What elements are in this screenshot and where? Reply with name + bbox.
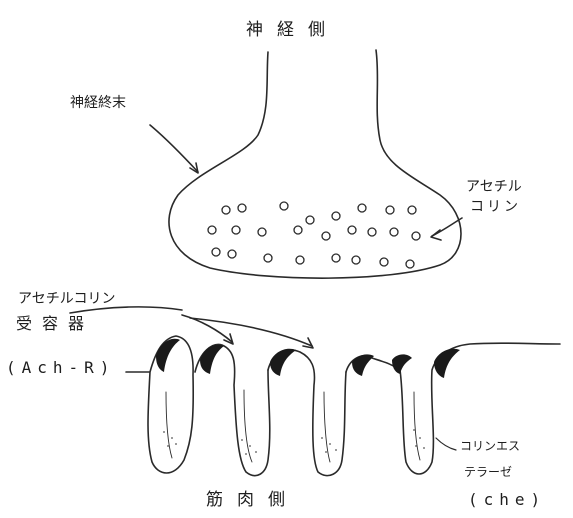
stipple-dot — [321, 437, 323, 439]
stipple-dot — [329, 443, 331, 445]
nerve-side-label: 神経側 — [246, 22, 339, 39]
acetylcholine-label-line1: アセチル — [466, 180, 522, 194]
vesicle — [294, 226, 302, 234]
receptor-shading-3 — [270, 349, 296, 376]
fold-inner-line-1 — [166, 392, 172, 458]
vesicle — [322, 232, 330, 240]
stipple-dot — [171, 437, 173, 439]
esterase-abbrev-label: (che) — [468, 492, 546, 508]
vesicle — [212, 248, 220, 256]
nerve-terminal-label: 神経終末 — [70, 96, 126, 110]
vesicle — [208, 226, 216, 234]
muscle-side-label: 筋肉側 — [206, 492, 299, 509]
receptor-label-line1: アセチルコリン — [18, 292, 115, 306]
vesicle — [232, 226, 240, 234]
vesicle — [352, 256, 360, 264]
vesicle — [348, 226, 356, 234]
receptor-shading-1 — [156, 339, 180, 372]
receptor-abbrev-label: (Ach-R) — [6, 360, 115, 376]
vesicle — [386, 206, 394, 214]
fold-inner-line-3 — [324, 392, 330, 462]
stipple-dot — [423, 447, 425, 449]
diffusion-arrow-2 — [190, 318, 312, 346]
stipple-dot — [325, 451, 327, 453]
stipple-dot — [163, 431, 165, 433]
stipple-dot — [415, 445, 417, 447]
vesicle — [358, 204, 366, 212]
stipple-dot — [255, 451, 257, 453]
vesicle — [368, 228, 376, 236]
vesicle — [332, 212, 340, 220]
receptor-shading-6 — [434, 349, 460, 378]
vesicle — [412, 232, 420, 240]
receptor-shading-5 — [392, 354, 412, 374]
stipple-dot — [245, 453, 247, 455]
vesicle — [380, 258, 388, 266]
diffusion-arrow-1 — [182, 315, 232, 342]
receptor-shading-2 — [200, 345, 224, 374]
fold-inner-line-2 — [244, 390, 252, 462]
vesicle — [408, 206, 416, 214]
vesicle — [264, 254, 272, 262]
vesicle — [306, 216, 314, 224]
stipple-dot — [413, 429, 415, 431]
nerve-terminal-arrow — [150, 125, 198, 172]
stipple-dot — [249, 445, 251, 447]
stipple-dot — [419, 437, 421, 439]
vesicle — [280, 202, 288, 210]
vesicle — [406, 260, 414, 268]
acetylcholine-label-line2: コリン — [470, 200, 521, 214]
vesicle — [228, 250, 236, 258]
receptor-label-line2: 受容器 — [16, 316, 94, 332]
esterase-label-line2: テラーゼ — [464, 466, 512, 478]
stipple-dot — [241, 439, 243, 441]
stipple-dot — [167, 445, 169, 447]
esterase-label-line1: コリンエス — [460, 440, 520, 452]
receptor-pointer-line — [70, 307, 182, 313]
vesicle — [296, 256, 304, 264]
vesicle — [390, 228, 398, 236]
receptor-shading-4 — [352, 354, 374, 376]
nerve-terminal-outline — [169, 50, 461, 278]
junctional-fold-4 — [346, 343, 560, 474]
vesicle — [222, 206, 230, 214]
vesicle — [258, 228, 266, 236]
stipple-dot — [175, 443, 177, 445]
esterase-pointer-line — [436, 438, 456, 450]
fold-inner-line-4 — [414, 392, 420, 460]
stipple-dot — [335, 449, 337, 451]
vesicle — [238, 204, 246, 212]
vesicle — [332, 254, 340, 262]
